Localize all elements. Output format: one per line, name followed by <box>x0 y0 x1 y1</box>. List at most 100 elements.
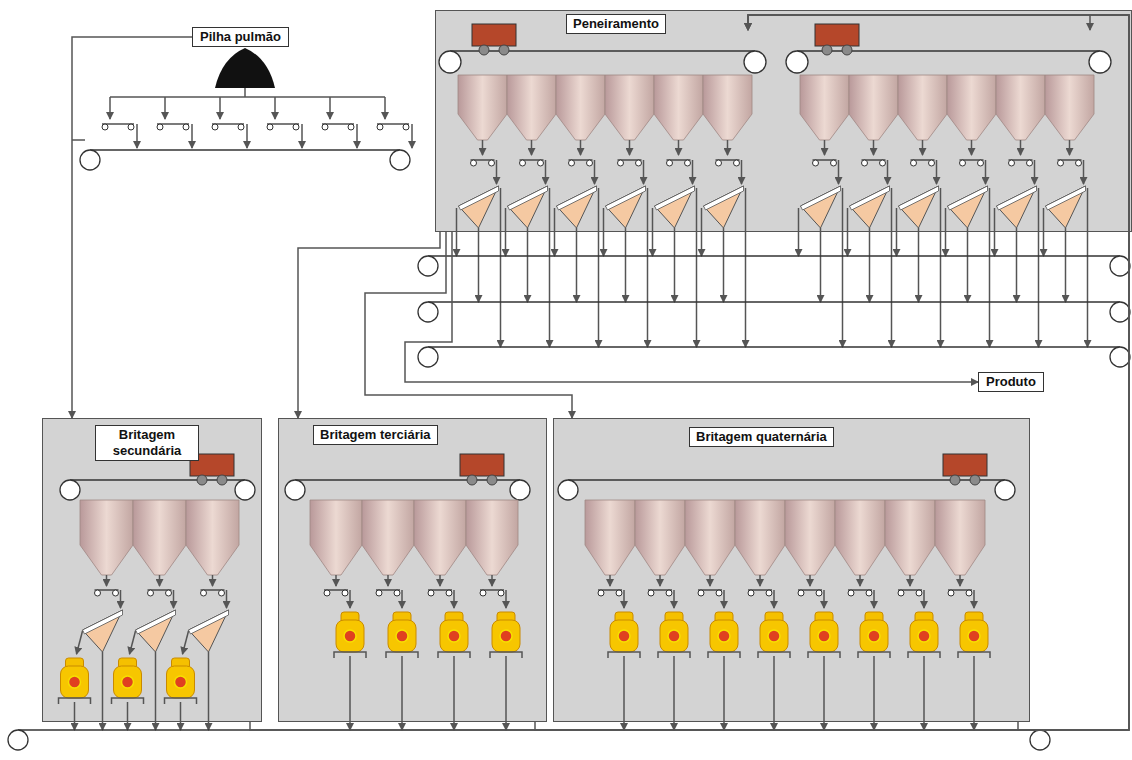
crusher-body <box>61 666 89 698</box>
area-heading: Britagem terciária <box>313 425 438 445</box>
feeder-roll <box>128 124 134 130</box>
flow-arrow <box>873 140 875 155</box>
feeder-roll <box>648 590 654 596</box>
tripper-wheel <box>217 475 227 485</box>
conveyor-pulley <box>1030 730 1050 750</box>
feeder-roll <box>498 590 504 596</box>
feeder-roll <box>293 124 299 130</box>
flow-arrow <box>603 208 605 256</box>
flow-arrow <box>692 160 694 184</box>
feeder-roll <box>766 590 772 596</box>
flow-arrow <box>847 208 849 256</box>
conveyor-pulley <box>786 51 808 73</box>
conveyor-pulley <box>439 51 461 73</box>
crusher-head <box>175 676 187 688</box>
flow-arrow <box>531 140 533 155</box>
flow-arrow <box>727 140 729 155</box>
crusher-head <box>122 676 134 688</box>
stock-pile <box>215 48 275 88</box>
flow-arrow <box>173 590 175 608</box>
feeder-roll <box>219 590 225 596</box>
feeder-roll <box>929 160 935 166</box>
flow-arrow <box>500 188 502 347</box>
feeder-roll <box>403 124 409 130</box>
conveyor-belt <box>428 255 1120 257</box>
feeder-roll <box>966 590 972 596</box>
flow-arrow <box>549 188 551 347</box>
crusher-head <box>344 630 356 642</box>
tripper-wheel <box>970 475 980 485</box>
tripper-wheel <box>467 475 477 485</box>
feeder-roll <box>1076 160 1082 166</box>
tripper-car <box>943 454 987 476</box>
conveyor-pulley <box>1110 302 1130 322</box>
feeder-roll <box>948 590 954 596</box>
feeder-roll <box>212 124 218 130</box>
flow-arrow <box>274 97 276 119</box>
flow-arrow <box>120 590 122 608</box>
pile-label: Pilha pulmão <box>192 27 289 47</box>
tripper-wheel <box>842 45 852 55</box>
crusher-body <box>610 620 638 652</box>
feeder-roll <box>734 160 740 166</box>
flow-arrow <box>1016 228 1018 302</box>
conveyor-belt <box>428 346 1120 348</box>
flow-arrow <box>723 656 725 730</box>
flow-arrow <box>356 124 358 148</box>
flow-arrow <box>873 656 875 730</box>
conveyor-pulley <box>744 51 766 73</box>
flow-arrow <box>191 124 193 148</box>
feeder-roll <box>636 160 642 166</box>
tripper-wheel <box>499 45 509 55</box>
feeder-roll <box>113 590 119 596</box>
flow-arrow <box>106 575 108 586</box>
crusher-body <box>710 620 738 652</box>
feeder-roll <box>698 590 704 596</box>
feeder-roll <box>342 590 348 596</box>
area-heading: Britagem secundária <box>95 425 199 461</box>
flow-connector <box>298 232 440 418</box>
flow-arrow <box>1034 160 1036 184</box>
flow-arrow <box>1069 140 1071 155</box>
flow-line <box>72 139 85 141</box>
flow-arrow <box>973 590 975 608</box>
flow-arrow <box>842 188 844 347</box>
crusher-head <box>448 630 460 642</box>
feeder-roll <box>862 160 868 166</box>
flow-arrow <box>580 140 582 155</box>
crusher-body <box>440 620 468 652</box>
flow-arrow <box>820 228 822 302</box>
flow-arrow <box>609 575 611 586</box>
flow-arrow <box>576 228 578 302</box>
flow-arrow <box>869 228 871 302</box>
flow-arrow <box>741 160 743 184</box>
flow-arrow <box>527 228 529 302</box>
crusher-body <box>860 620 888 652</box>
tripper-car <box>460 454 504 476</box>
conveyor-pulley <box>418 256 438 276</box>
crusher-body <box>492 620 520 652</box>
feeder-roll <box>666 590 672 596</box>
flow-arrow <box>896 208 898 256</box>
flow-arrow <box>936 160 938 184</box>
flow-arrow <box>647 188 649 347</box>
flow-arrow <box>678 140 680 155</box>
flow-connector <box>405 232 978 382</box>
flow-arrow <box>625 228 627 302</box>
feeder-roll <box>183 124 189 130</box>
feeder-roll <box>569 160 575 166</box>
conveyor-pulley <box>80 150 100 170</box>
crusher-body <box>760 620 788 652</box>
flow-arrow <box>301 124 303 148</box>
feeder-roll <box>898 590 904 596</box>
flow-arrow <box>923 590 925 608</box>
feeder-roll <box>1027 160 1033 166</box>
conveyor-belt <box>428 301 1120 303</box>
conveyor-pulley <box>1089 51 1111 73</box>
flow-arrow <box>723 228 725 302</box>
feeder-roll <box>667 160 673 166</box>
crusher-body <box>660 620 688 652</box>
flow-arrow <box>505 208 507 256</box>
